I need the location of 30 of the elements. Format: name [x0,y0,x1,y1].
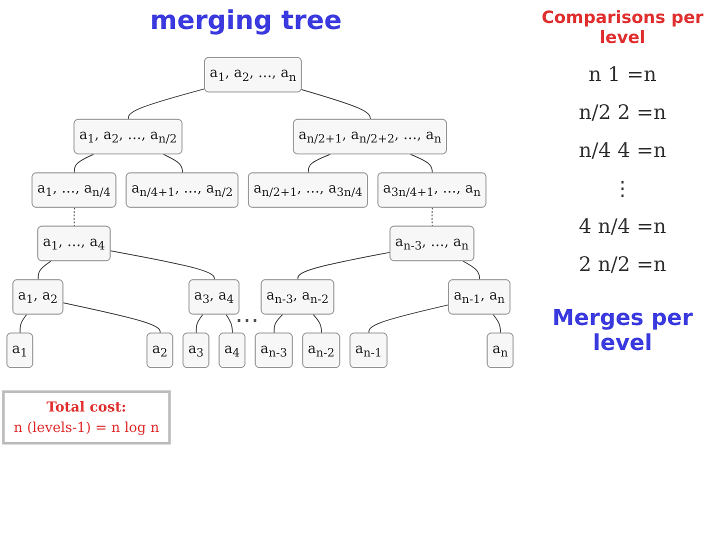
connector [492,314,502,334]
connector [432,207,433,228]
connector [274,314,284,334]
connector [162,154,183,174]
connector [462,260,480,280]
connector [110,250,215,280]
connector [74,154,94,174]
formula: 4 n/4 =n [578,214,668,238]
connector [226,314,233,334]
connector [301,89,371,120]
connector [312,314,322,334]
connector [297,252,391,280]
connector [308,154,331,174]
connector [128,88,206,120]
connector [368,304,450,334]
formula: n/2 2 =n [578,100,668,124]
formula: 2 n/2 =n [578,252,668,276]
node-box: Total cost: n (levels-1) = n log n [2,390,171,445]
connector [74,207,75,228]
connector [20,314,28,334]
title: merging tree [150,6,342,36]
formula: n 1 =n [588,62,658,86]
ellipsis: ⋮ [612,176,634,200]
formula: n/4 4 =n [578,138,668,162]
connector [410,154,433,174]
annotation-text: Merges per level [551,306,694,356]
column-heading: Comparisons per level [540,8,704,48]
connector [62,302,161,334]
connector [196,314,204,334]
connector [38,260,52,280]
